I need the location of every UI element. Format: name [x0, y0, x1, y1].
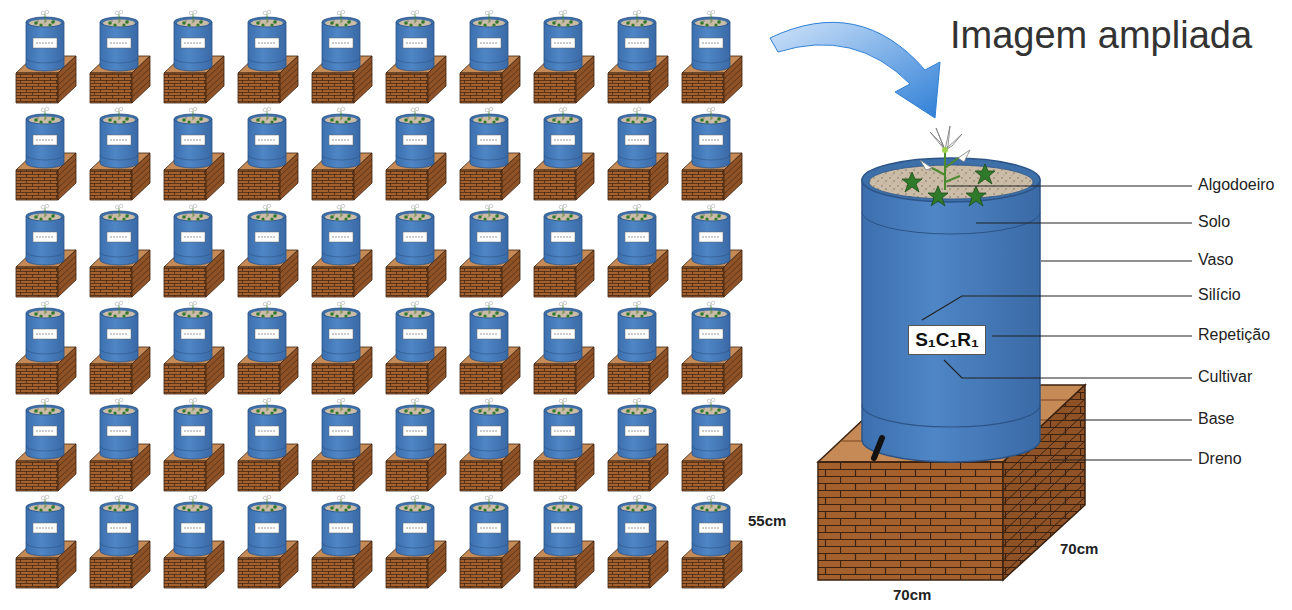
pot-grid: [16, 10, 742, 588]
part-name: Vaso: [1198, 251, 1233, 269]
small-pot: [238, 301, 298, 394]
small-pot: [682, 398, 742, 491]
small-pot: [238, 204, 298, 297]
small-pot: [460, 398, 520, 491]
small-pot: [460, 301, 520, 394]
small-pot: [16, 204, 76, 297]
part-name: Dreno: [1198, 450, 1242, 468]
small-pot: [312, 301, 372, 394]
part-name: Silício: [1198, 286, 1241, 304]
small-pot: [90, 495, 150, 588]
small-pot: [164, 107, 224, 200]
small-pot: [460, 107, 520, 200]
small-pot: [386, 107, 446, 200]
pot: [862, 158, 1040, 462]
drain: [874, 438, 882, 458]
small-pot: [386, 204, 446, 297]
small-pot: [608, 204, 668, 297]
small-pot: [608, 495, 668, 588]
small-pot: [460, 10, 520, 103]
small-pot: [164, 204, 224, 297]
small-pot: [238, 495, 298, 588]
small-pot: [682, 10, 742, 103]
part-name: Solo: [1198, 213, 1230, 231]
small-pot: [534, 107, 594, 200]
small-pot: [16, 301, 76, 394]
small-pot: [312, 204, 372, 297]
small-pot: [238, 398, 298, 491]
small-pot: [386, 495, 446, 588]
small-pot: [682, 204, 742, 297]
part-name: Cultivar: [1198, 368, 1252, 386]
small-pot: [682, 301, 742, 394]
small-pot: [386, 10, 446, 103]
small-pot: [16, 495, 76, 588]
small-pot: [682, 495, 742, 588]
small-pot: [90, 10, 150, 103]
small-pot: [90, 204, 150, 297]
small-pot: [312, 107, 372, 200]
small-pot: [682, 107, 742, 200]
dimension: 55cm: [748, 512, 786, 529]
part-name: Repetição: [1198, 326, 1270, 344]
small-pot: [312, 398, 372, 491]
cotton-plant: [902, 126, 995, 206]
small-pot: [534, 495, 594, 588]
small-pot: [534, 398, 594, 491]
small-pot: [164, 10, 224, 103]
small-pot: [90, 301, 150, 394]
small-pot: [238, 10, 298, 103]
dimension: 70cm: [1060, 540, 1098, 557]
small-pot: [608, 107, 668, 200]
tag-text: S₁C₁R₁: [915, 329, 979, 351]
small-pot: [534, 301, 594, 394]
part-name: Base: [1198, 410, 1234, 428]
leader-lines: [922, 186, 1192, 460]
small-pot: [608, 10, 668, 103]
part-name: Algodoeiro: [1198, 176, 1275, 194]
small-pot: [386, 398, 446, 491]
title: Imagem ampliada: [950, 14, 1252, 57]
small-pot: [312, 10, 372, 103]
curved-arrow: [770, 22, 940, 118]
small-pot: [16, 10, 76, 103]
small-pot: [608, 398, 668, 491]
dimension: 70cm: [893, 586, 931, 603]
small-pot: [608, 301, 668, 394]
small-pot: [460, 495, 520, 588]
small-pot: [164, 398, 224, 491]
small-pot: [16, 107, 76, 200]
small-pot: [534, 10, 594, 103]
small-pot: [90, 398, 150, 491]
small-pot: [90, 107, 150, 200]
label-tag: S₁C₁R₁: [908, 325, 986, 355]
small-pot: [386, 301, 446, 394]
small-pot: [312, 495, 372, 588]
small-pot: [460, 204, 520, 297]
small-pot: [164, 495, 224, 588]
small-pot: [238, 107, 298, 200]
small-pot: [164, 301, 224, 394]
small-pot: [16, 398, 76, 491]
small-pot: [534, 204, 594, 297]
